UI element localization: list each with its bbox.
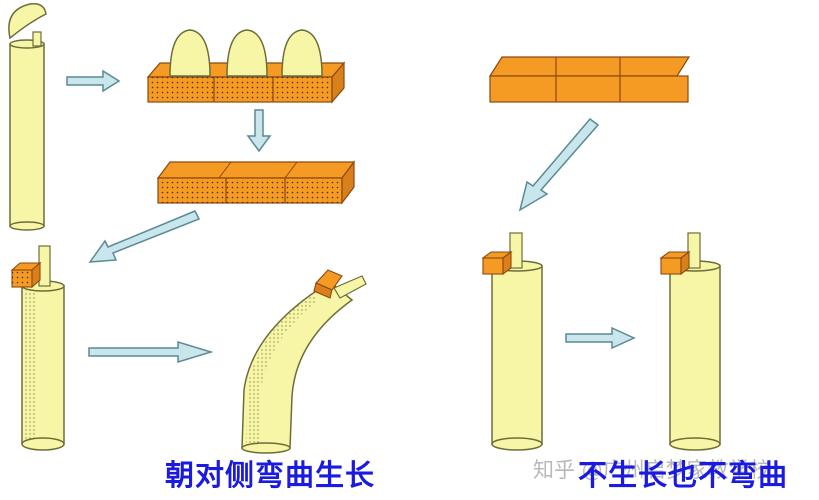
agar-blocks-with-tips bbox=[146, 29, 346, 104]
arrow-right-1 bbox=[66, 69, 121, 93]
arrow-down-1 bbox=[246, 109, 272, 153]
coleoptile-block-on-one-side bbox=[10, 245, 65, 451]
coleoptile-control-before bbox=[481, 232, 543, 451]
arrow-down-left-1 bbox=[88, 210, 201, 263]
coleoptile-control-after bbox=[659, 232, 721, 451]
watermark: 知乎 @广州启梦家教学校 bbox=[533, 458, 771, 482]
coleoptile-bent bbox=[241, 269, 367, 454]
agar-blocks-plain bbox=[488, 56, 691, 103]
caption-bends-toward-opposite-side: 朝对侧弯曲生长 bbox=[165, 458, 376, 492]
arrow-right-3 bbox=[565, 326, 636, 350]
coleoptile-tip-removed bbox=[8, 2, 47, 231]
caption-no-growth-no-bending: 不生长也不弯曲 bbox=[578, 458, 789, 492]
arrow-right-2 bbox=[88, 340, 214, 364]
arrow-down-left-2 bbox=[518, 117, 600, 212]
agar-blocks-after-tips bbox=[156, 160, 356, 205]
